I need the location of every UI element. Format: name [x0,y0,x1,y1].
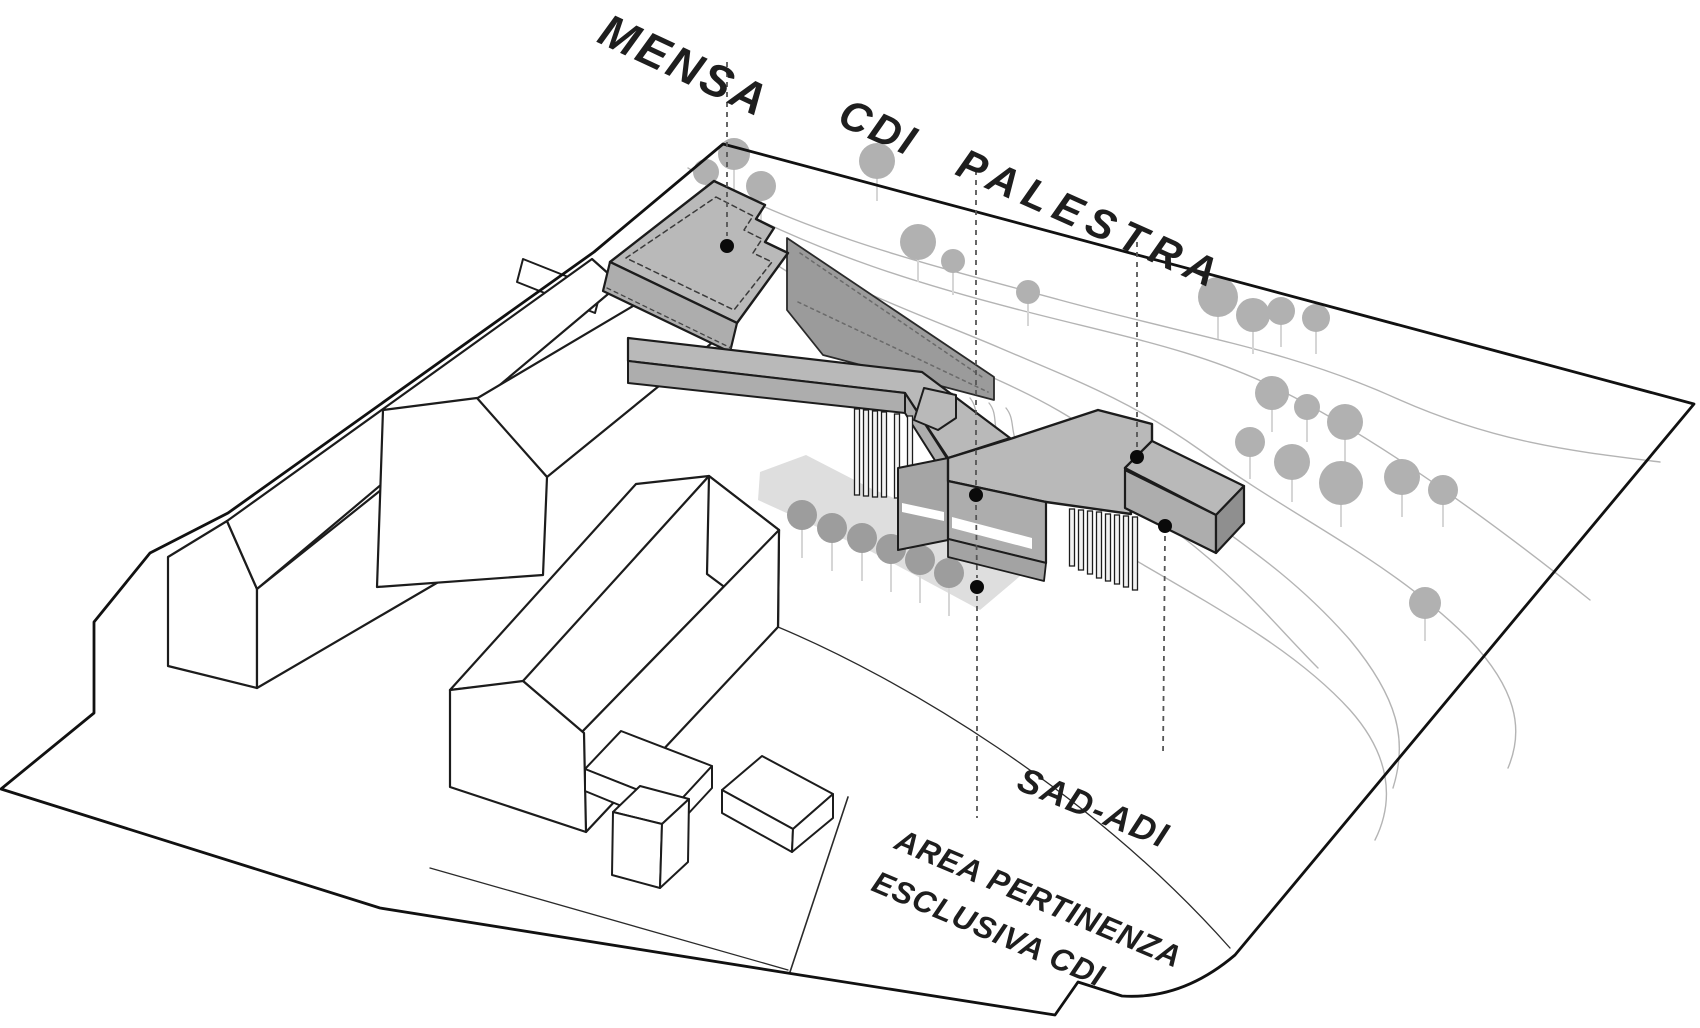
plaza-tree [787,500,817,530]
building-annex-side [659,798,690,889]
leader-area-a [975,504,978,579]
piloti-column [853,408,861,496]
piloti-column [1086,510,1094,575]
tree [1255,376,1289,410]
path-line [777,626,1231,949]
tree [1294,394,1320,420]
dot-area [970,580,984,594]
contour-line [1134,559,1388,841]
tree [1409,587,1441,619]
piloti-column [1104,513,1112,582]
building-sad-end [1214,484,1246,555]
tree [1302,304,1330,332]
tree [1016,280,1040,304]
building-mensa-front-dashed [606,287,732,349]
tree [859,143,895,179]
piloti-column [871,410,879,498]
leader-sad-adi [1162,535,1166,757]
tree [941,249,965,273]
piloti-column [1077,509,1085,571]
tree [1236,298,1270,332]
terrace-line [429,867,789,971]
piloti-column [1095,511,1103,579]
dot-sad-adi [1158,519,1172,533]
site-parcel [1,144,1694,1015]
pergola-hatch [799,252,986,380]
tree [1384,459,1420,495]
building-cdi-front-slot [952,517,1032,549]
plaza-tree [817,513,847,543]
tree [900,224,936,260]
building-mensa-roof-dashed [625,196,773,311]
building-existing-gable-end [448,679,588,834]
tree [1235,427,1265,457]
dot-cdi [969,488,983,502]
site-boundary [0,142,1696,1017]
piloti-column [1122,515,1130,588]
building-cdi-wing-slot [902,503,944,521]
piloti-column [862,409,870,497]
tree [1319,461,1363,505]
building-existing-gable-end [375,396,549,589]
tree [1267,297,1295,325]
contour-line [1179,534,1319,669]
contour-line [687,167,1661,463]
building-annex-front [611,811,663,889]
building-bar-stub [913,387,957,431]
building-cdi-plinth [947,538,1047,582]
tree [1274,444,1310,480]
tree [746,171,776,201]
piloti-column [1113,514,1121,585]
piloti-column [1068,508,1076,567]
tree [1327,404,1363,440]
contour-line [747,231,1517,769]
tree [1198,277,1238,317]
piloti-column [1131,516,1139,591]
piloti-column [880,411,888,498]
plaza-tree [905,545,935,575]
tree [1428,475,1458,505]
pergola-hatch [797,301,989,393]
dot-mensa [720,239,734,253]
area-division-line [789,796,849,973]
plaza-tree [847,523,877,553]
plaza-tree [934,558,964,588]
dot-palestra [1130,450,1144,464]
building-annex-side [791,793,834,853]
